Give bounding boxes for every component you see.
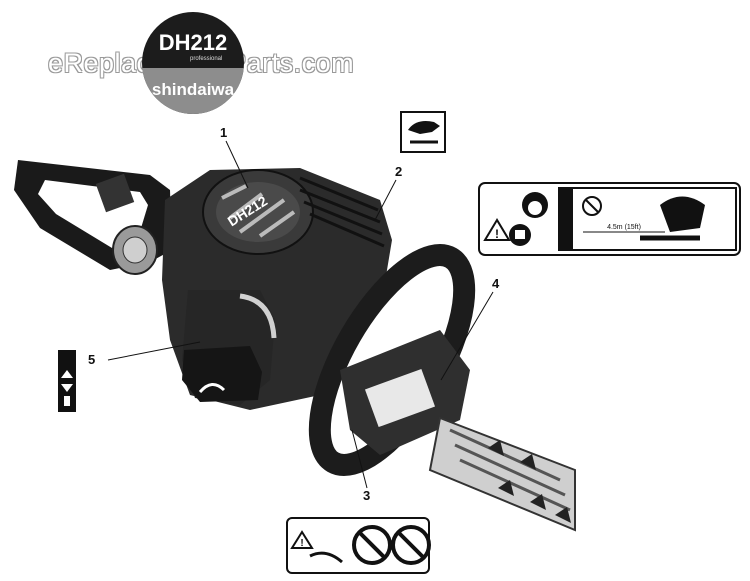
badge-brand: shindaiwa [151, 80, 235, 99]
model-badge: DH212 professional shindaiwa [142, 12, 244, 114]
callout-3: 3 [363, 488, 371, 503]
callout-4: 4 [492, 276, 500, 291]
warning-triangle-icon [483, 218, 511, 241]
no-bystander-icon [582, 196, 602, 216]
callout-5: 5 [88, 352, 96, 367]
badge-tag: professional [190, 56, 223, 62]
badge-model: DH212 [158, 30, 228, 55]
safety-label-bottom: ! [286, 517, 431, 574]
safety-label-top: ! 4.5m (15ft) [478, 182, 741, 256]
svg-text:!: ! [495, 227, 499, 241]
callout-2: 2 [395, 164, 403, 179]
safety-distance-text: 4.5m (15ft) [607, 224, 641, 231]
fuel-cap [112, 225, 158, 275]
choke-label [58, 350, 76, 412]
choke-lever [182, 346, 262, 402]
cooling-fins [299, 176, 385, 248]
warning-triangle-icon [290, 530, 314, 549]
callout-leaders [107, 140, 494, 489]
badge-lower-band [142, 68, 244, 114]
hedge-trimmer-illustration: DH212 [14, 160, 576, 532]
starter-cover [202, 169, 314, 255]
svg-text:!: ! [300, 538, 303, 549]
callout-1: 1 [220, 125, 228, 140]
glove-warning-label [400, 111, 446, 153]
cutter-blade [428, 416, 576, 532]
